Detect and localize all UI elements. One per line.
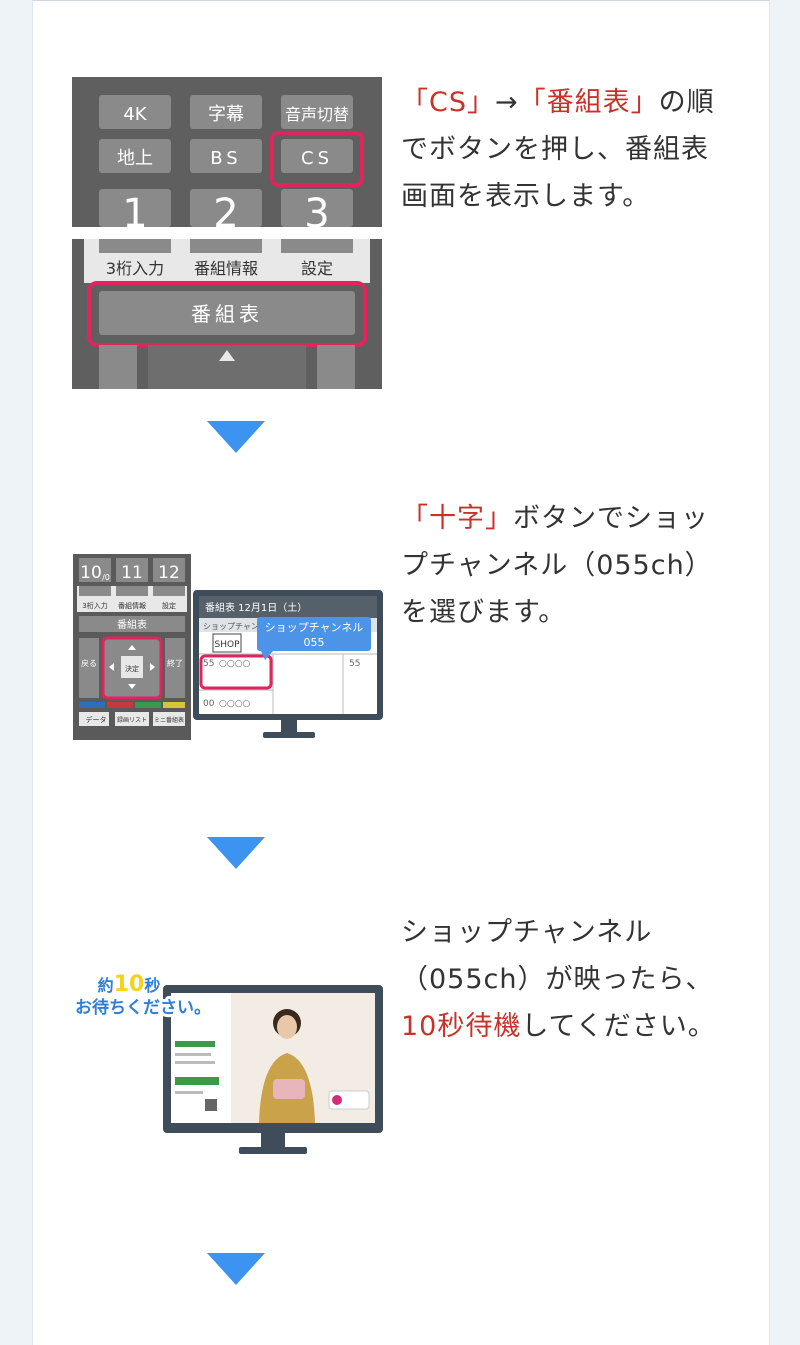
down-arrow-3	[207, 1253, 265, 1285]
wait-label: 10秒待機	[401, 1011, 522, 1042]
remote-image-2: 10 /0 11 12 3桁入力 番組情報 設定 番組表 戻る 終了 決定	[73, 554, 191, 740]
tv-epg-image: 番組表 12月1日（土） ショップチャン SHOP 55 ○○○○ 00 ○○○…	[193, 590, 383, 738]
arrow-text: →	[495, 87, 519, 118]
mini-label-3digit: 3桁入力	[82, 601, 107, 610]
step-1-body: の順でボタンを押し、番組表画面を表示します。	[401, 87, 715, 212]
callout-number: 055	[304, 636, 325, 649]
cross-highlight	[101, 636, 163, 700]
key-guide: 番組表	[191, 302, 263, 326]
down-arrow-2	[207, 837, 265, 869]
selection-highlight	[199, 654, 273, 690]
step-3-body-2: してください。	[521, 1011, 716, 1042]
epg-row-1-title: ○○○○	[219, 659, 251, 669]
key-2: 2	[213, 191, 238, 237]
epg-row-2-num: 00	[203, 699, 215, 709]
tv-shop-image	[163, 985, 383, 1154]
step-2-text: 「十字」ボタンでショップチャンネル（055ch）を選びます。	[401, 495, 721, 636]
epg-header: 番組表 12月1日（土）	[205, 601, 307, 614]
key-1: 1	[122, 191, 147, 237]
cross-label: 「十字」	[401, 503, 513, 534]
mini-epg: ミニ番組表	[154, 716, 184, 724]
mini-back: 戻る	[81, 658, 97, 668]
badge-line-1: 約10秒	[98, 972, 161, 997]
cs-highlight	[270, 131, 364, 187]
shop-logo: SHOP	[215, 640, 241, 650]
key-11: 11	[121, 563, 143, 583]
epg-right-num: 55	[349, 659, 360, 669]
label-settings: 設定	[301, 259, 333, 278]
remote-image-1: 4K 字幕 音声切替 地上 BS CS 1 2 3 3桁入力 番組情報	[72, 77, 382, 389]
key-cs: CS	[301, 148, 333, 169]
key-10-suffix: /0	[102, 573, 110, 582]
key-audio: 音声切替	[285, 105, 349, 124]
wait-badge: 約10秒 約10秒 お待ちください。 お待ちください。	[72, 969, 214, 1021]
label-3digit: 3桁入力	[106, 259, 164, 278]
step-3-body-1: ショップチャンネル（055ch）が映ったら、	[401, 917, 714, 995]
epg-row-1-num: 55	[203, 659, 214, 669]
key-3: 3	[304, 191, 329, 237]
key-bs: BS	[210, 148, 241, 169]
content-panel: 4K 字幕 音声切替 地上 BS CS 1 2 3 3桁入力 番組情報	[32, 0, 770, 1345]
badge-line-1-fill: 約10秒	[98, 972, 161, 997]
callout-title: ショップチャンネル	[265, 621, 364, 634]
badge-line-2: お待ちください。	[75, 997, 211, 1018]
epg-row-2-title: ○○○○	[219, 699, 251, 709]
epg-channel: ショップチャン	[203, 622, 259, 631]
mini-rec-list: 録画リスト	[117, 716, 147, 724]
mini-end: 終了	[167, 658, 183, 668]
step-1-text: 「CS」→「番組表」の順でボタンを押し、番組表画面を表示します。	[401, 79, 721, 220]
key-4k: 4K	[123, 104, 147, 125]
mini-label-settings: 設定	[162, 601, 176, 610]
mini-data: データ	[86, 715, 107, 724]
key-12: 12	[158, 563, 180, 583]
mini-guide: 番組表	[117, 618, 147, 631]
mini-label-info: 番組情報	[118, 601, 146, 610]
down-arrow-1	[207, 421, 265, 453]
key-terrestrial: 地上	[117, 148, 153, 169]
badge-line-2-outline: お待ちください。	[75, 997, 211, 1018]
cs-label: 「CS」	[401, 87, 495, 118]
mini-ok: 決定	[125, 664, 139, 673]
step-2-body: ボタンでショップチャンネル（055ch）を選びます。	[401, 503, 713, 628]
label-info: 番組情報	[194, 259, 258, 278]
guide-label: 「番組表」	[518, 87, 659, 118]
key-10: 10	[80, 563, 102, 583]
step-3-text: ショップチャンネル（055ch）が映ったら、 10秒待機してください。	[401, 909, 721, 1050]
key-subtitle: 字幕	[208, 104, 244, 125]
